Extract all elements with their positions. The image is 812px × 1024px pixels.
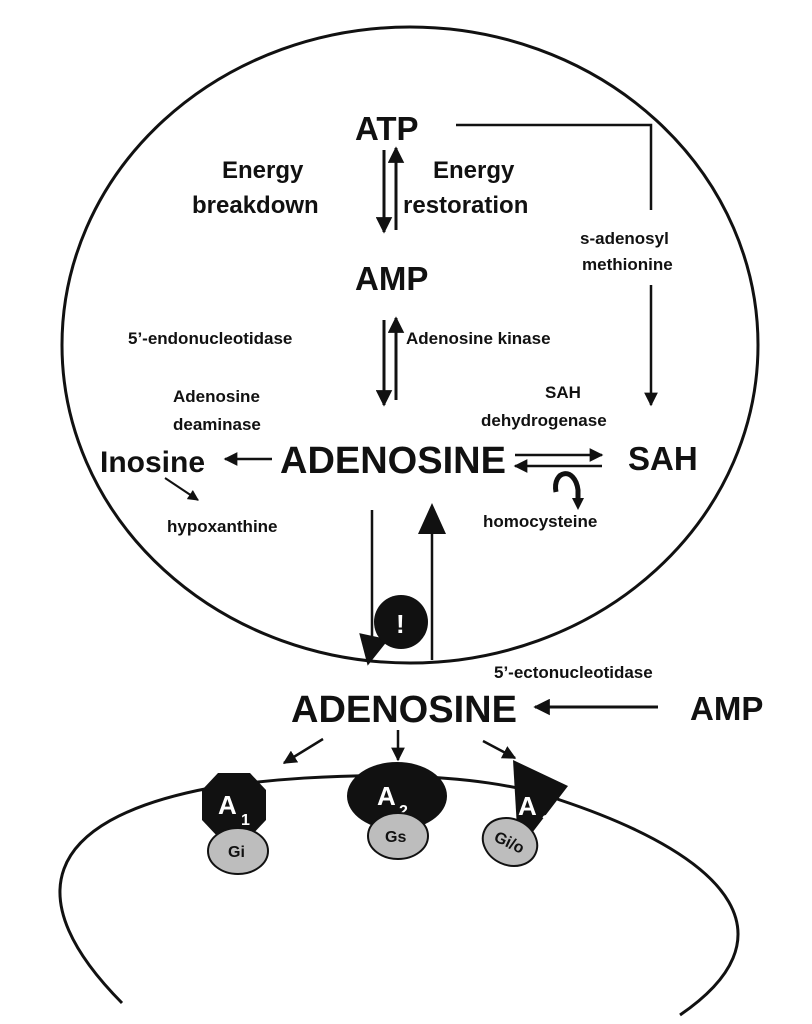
- adenosine-to-a3-arrow: [482, 739, 517, 760]
- inosine-to-hypoxanthine-arrow: [164, 477, 199, 501]
- homocysteine-arrowhead: [572, 498, 584, 510]
- ectonucleotidase-label: 5’-ectonucleotidase: [494, 663, 653, 682]
- hypoxanthine-label: hypoxanthine: [167, 517, 278, 536]
- sah-dehydrogenase-label-1: SAH: [545, 383, 581, 402]
- energy-breakdown-label-2: breakdown: [192, 192, 319, 219]
- sam-label-2: methionine: [582, 255, 673, 274]
- atp-to-sam-line: [456, 123, 653, 210]
- a1-receptor: A 1 Gi: [202, 773, 269, 875]
- adenosine-extracellular-label: ADENOSINE: [291, 689, 517, 731]
- inosine-label: Inosine: [100, 446, 205, 479]
- adenosine-influx-arrowhead: [418, 503, 446, 534]
- a2-receptor: A 2 Gs: [347, 762, 447, 860]
- energy-breakdown-label-1: Energy: [222, 157, 304, 184]
- amp-extracellular-label: AMP: [690, 690, 763, 727]
- a1-receptor-label: A: [218, 790, 237, 820]
- gi-protein: [207, 827, 269, 875]
- homocysteine-label: homocysteine: [483, 512, 597, 531]
- gio-protein: [481, 817, 539, 867]
- energy-restoration-label-1: Energy: [433, 157, 515, 184]
- transporter-inhibitor-badge: [374, 595, 428, 649]
- inhibition-icon: !: [396, 609, 405, 639]
- atp-label: ATP: [355, 110, 419, 147]
- gi-protein-label: Gi: [228, 844, 245, 861]
- endonucleotidase-label: 5’-endonucleotidase: [128, 329, 292, 348]
- a3-receptor: A 3 Gi/o: [481, 760, 568, 867]
- a2-receptor-subscript: 2: [399, 803, 408, 820]
- adenosine-intracellular-label: ADENOSINE: [280, 440, 506, 482]
- sam-label-1: s-adenosyl: [580, 229, 669, 248]
- a3-receptor-label: A: [518, 791, 537, 821]
- a3-receptor-shape: [513, 760, 568, 833]
- a3-receptor-subscript: 3: [542, 813, 551, 830]
- sah-label: SAH: [628, 440, 698, 477]
- adenosine-deaminase-label-2: deaminase: [173, 415, 261, 434]
- a2-receptor-shape: [347, 762, 447, 830]
- adenosine-deaminase-label-1: Adenosine: [173, 387, 260, 406]
- upper-cell-membrane: [60, 25, 760, 665]
- adenosine-kinase-label: Adenosine kinase: [406, 329, 551, 348]
- gs-protein: [367, 812, 429, 860]
- a2-receptor-label: A: [377, 781, 396, 811]
- adenosine-to-a1-arrow: [282, 737, 324, 765]
- a1-receptor-shape: [202, 773, 266, 837]
- homocysteine-release-arrow: [553, 471, 581, 500]
- amp-intracellular-label: AMP: [355, 260, 428, 297]
- sah-dehydrogenase-label-2: dehydrogenase: [481, 411, 607, 430]
- gs-protein-label: Gs: [385, 829, 406, 846]
- energy-restoration-label-2: restoration: [403, 192, 528, 219]
- adenosine-efflux-arrowhead: [359, 633, 389, 666]
- a1-receptor-subscript: 1: [241, 812, 250, 829]
